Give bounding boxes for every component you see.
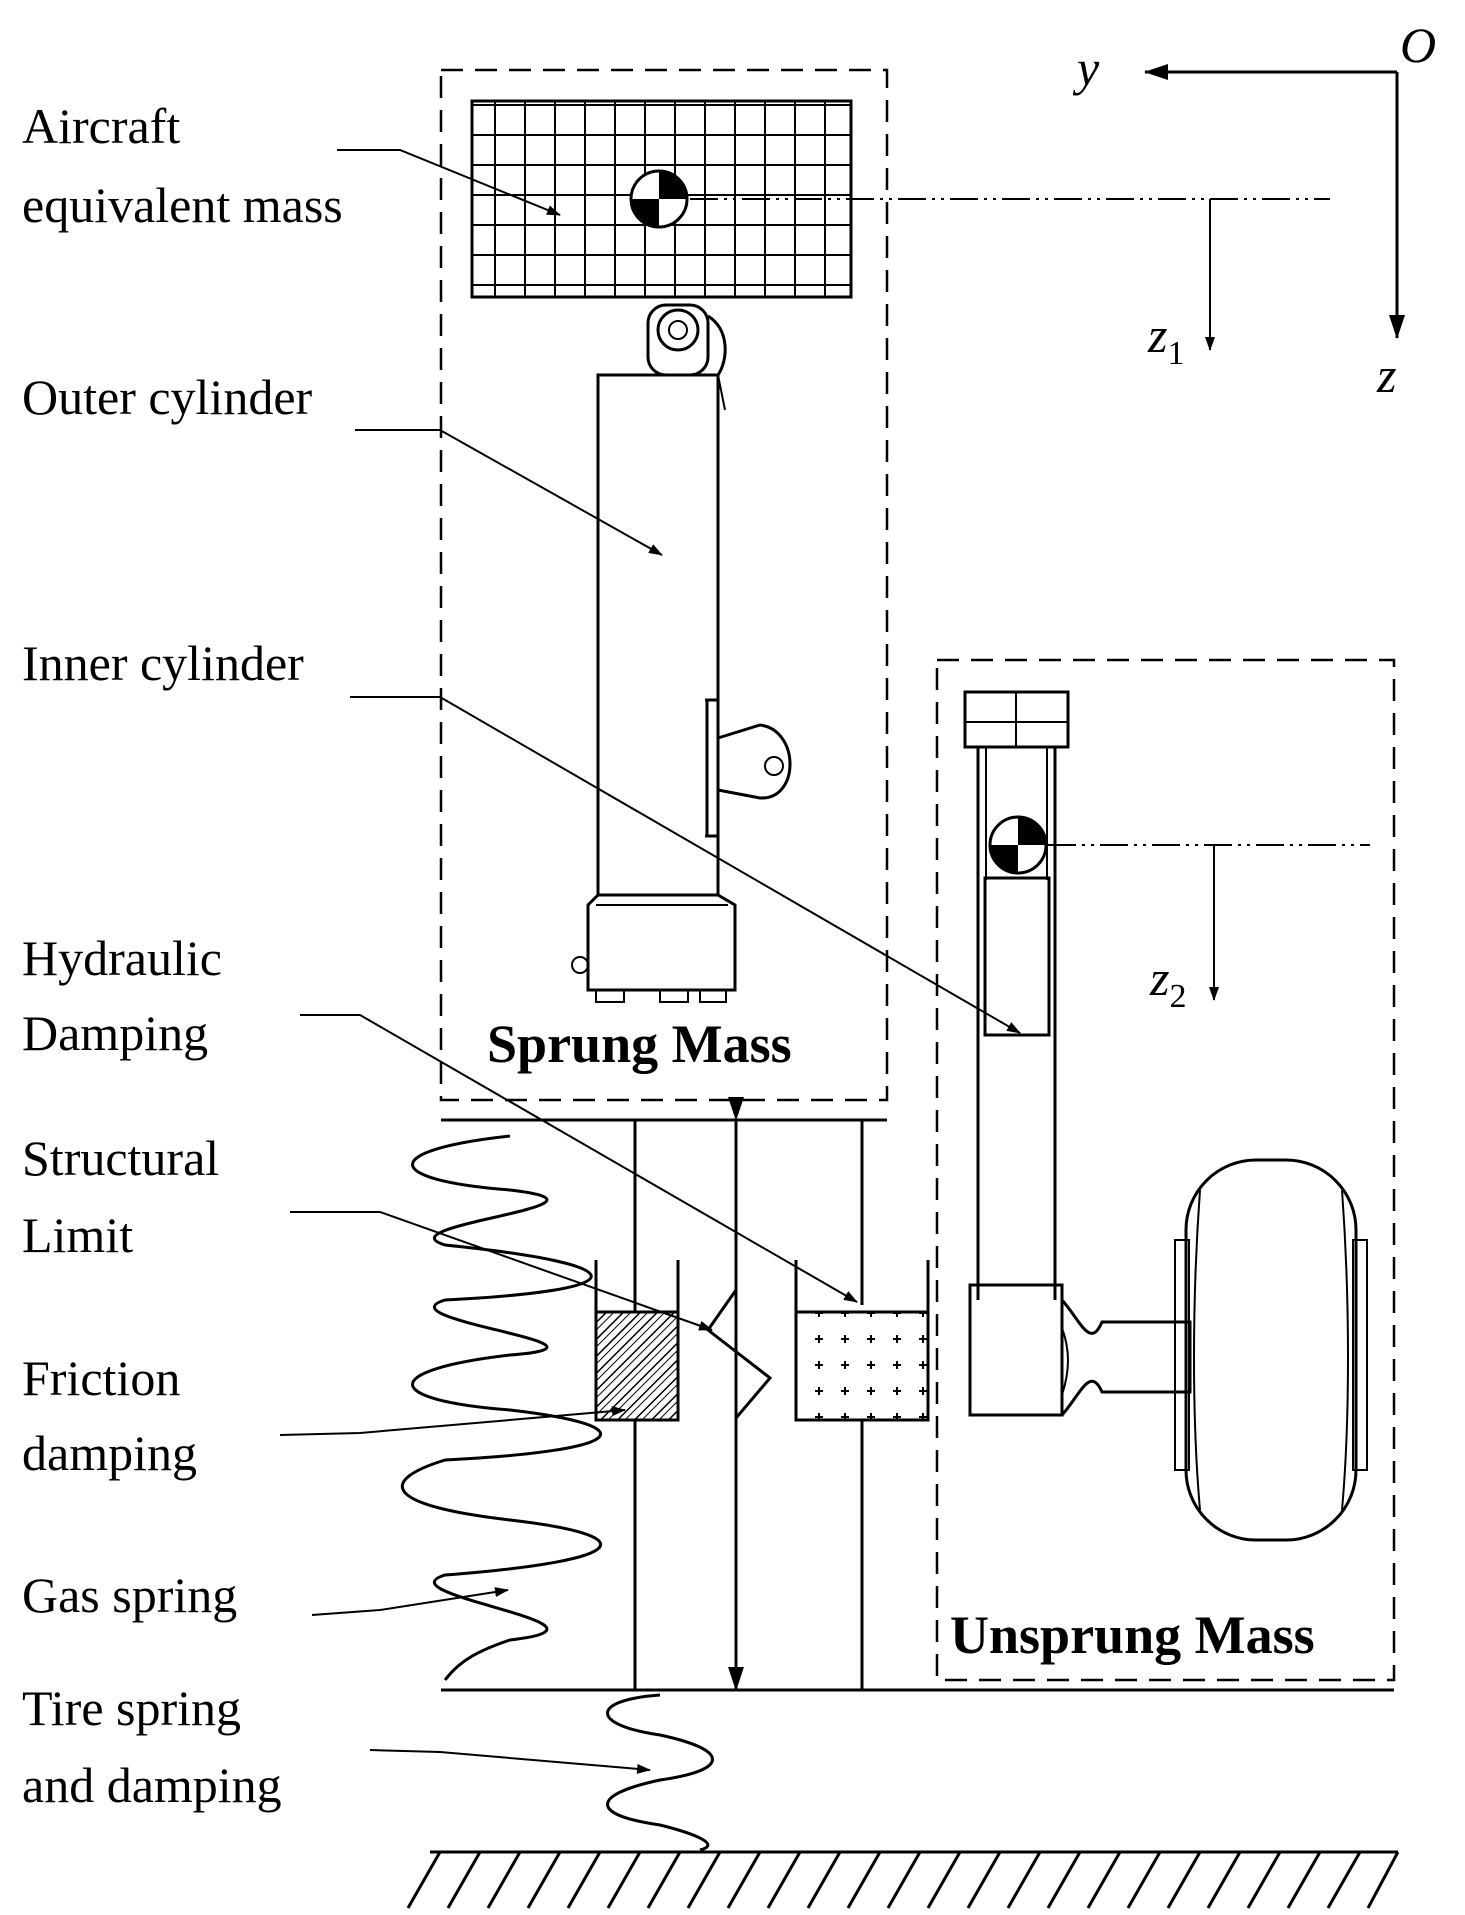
coordinate-system: O y z <box>1072 17 1436 403</box>
sprung-mass-label: Sprung Mass <box>487 1014 792 1074</box>
leader-friction-damping <box>279 1406 626 1436</box>
z-axis-label: z <box>1376 347 1396 403</box>
label-friction-line2: damping <box>22 1425 197 1481</box>
leader-structural-limit <box>290 1211 713 1331</box>
sprung-mass-boundary <box>439 68 889 1102</box>
label-friction-line1: Friction <box>22 1350 180 1406</box>
ground-hatch <box>406 1850 1400 1909</box>
label-tire-line2: and damping <box>22 1757 282 1813</box>
component-labels: Aircraft equivalent mass Outer cylinder … <box>22 98 343 1813</box>
label-tire-line1: Tire spring <box>22 1680 241 1736</box>
label-gas-spring: Gas spring <box>22 1567 237 1623</box>
unsprung-mass-label: Unsprung Mass <box>950 1605 1315 1665</box>
label-structural-line2: Limit <box>22 1207 133 1263</box>
tire-spring-coil <box>606 1693 714 1852</box>
origin-label: O <box>1400 17 1436 73</box>
outer-cylinder <box>571 373 792 1003</box>
leader-tire-spring <box>369 1749 651 1774</box>
gas-spring-coil <box>400 1134 602 1681</box>
label-hydraulic-line1: Hydraulic <box>22 930 222 986</box>
leader-aircraft-mass <box>337 149 561 216</box>
label-structural-line1: Structural <box>22 1130 219 1186</box>
inner-cylinder <box>963 690 1070 1300</box>
leader-hydraulic-damping <box>300 1014 858 1303</box>
z1-label: z1 <box>1147 307 1184 372</box>
label-aircraft-line1: Aircraft <box>22 98 180 154</box>
leader-inner-cylinder <box>350 696 1021 1034</box>
wheel-tire <box>1174 1158 1368 1542</box>
structural-limit <box>705 1097 773 1691</box>
leader-outer-cylinder <box>355 429 663 556</box>
label-hydraulic-line2: Damping <box>22 1005 208 1061</box>
center-of-gravity-icon-unsprung <box>988 815 1048 875</box>
leader-lines <box>279 149 1021 1774</box>
leader-gas-spring <box>311 1587 509 1616</box>
hydraulic-damper <box>794 1120 930 1690</box>
center-of-gravity-icon-sprung <box>629 169 689 229</box>
friction-damper <box>594 1120 680 1690</box>
unsprung-mass-boundary <box>935 658 1396 1682</box>
z2-label: z2 <box>1149 950 1186 1015</box>
upper-pivot-lug <box>646 303 727 411</box>
label-outer-cylinder: Outer cylinder <box>22 369 313 425</box>
label-aircraft-line2: equivalent mass <box>22 177 343 233</box>
label-inner-cylinder: Inner cylinder <box>22 635 304 691</box>
y-axis-label: y <box>1072 40 1100 96</box>
axle-assembly <box>968 1283 1192 1417</box>
